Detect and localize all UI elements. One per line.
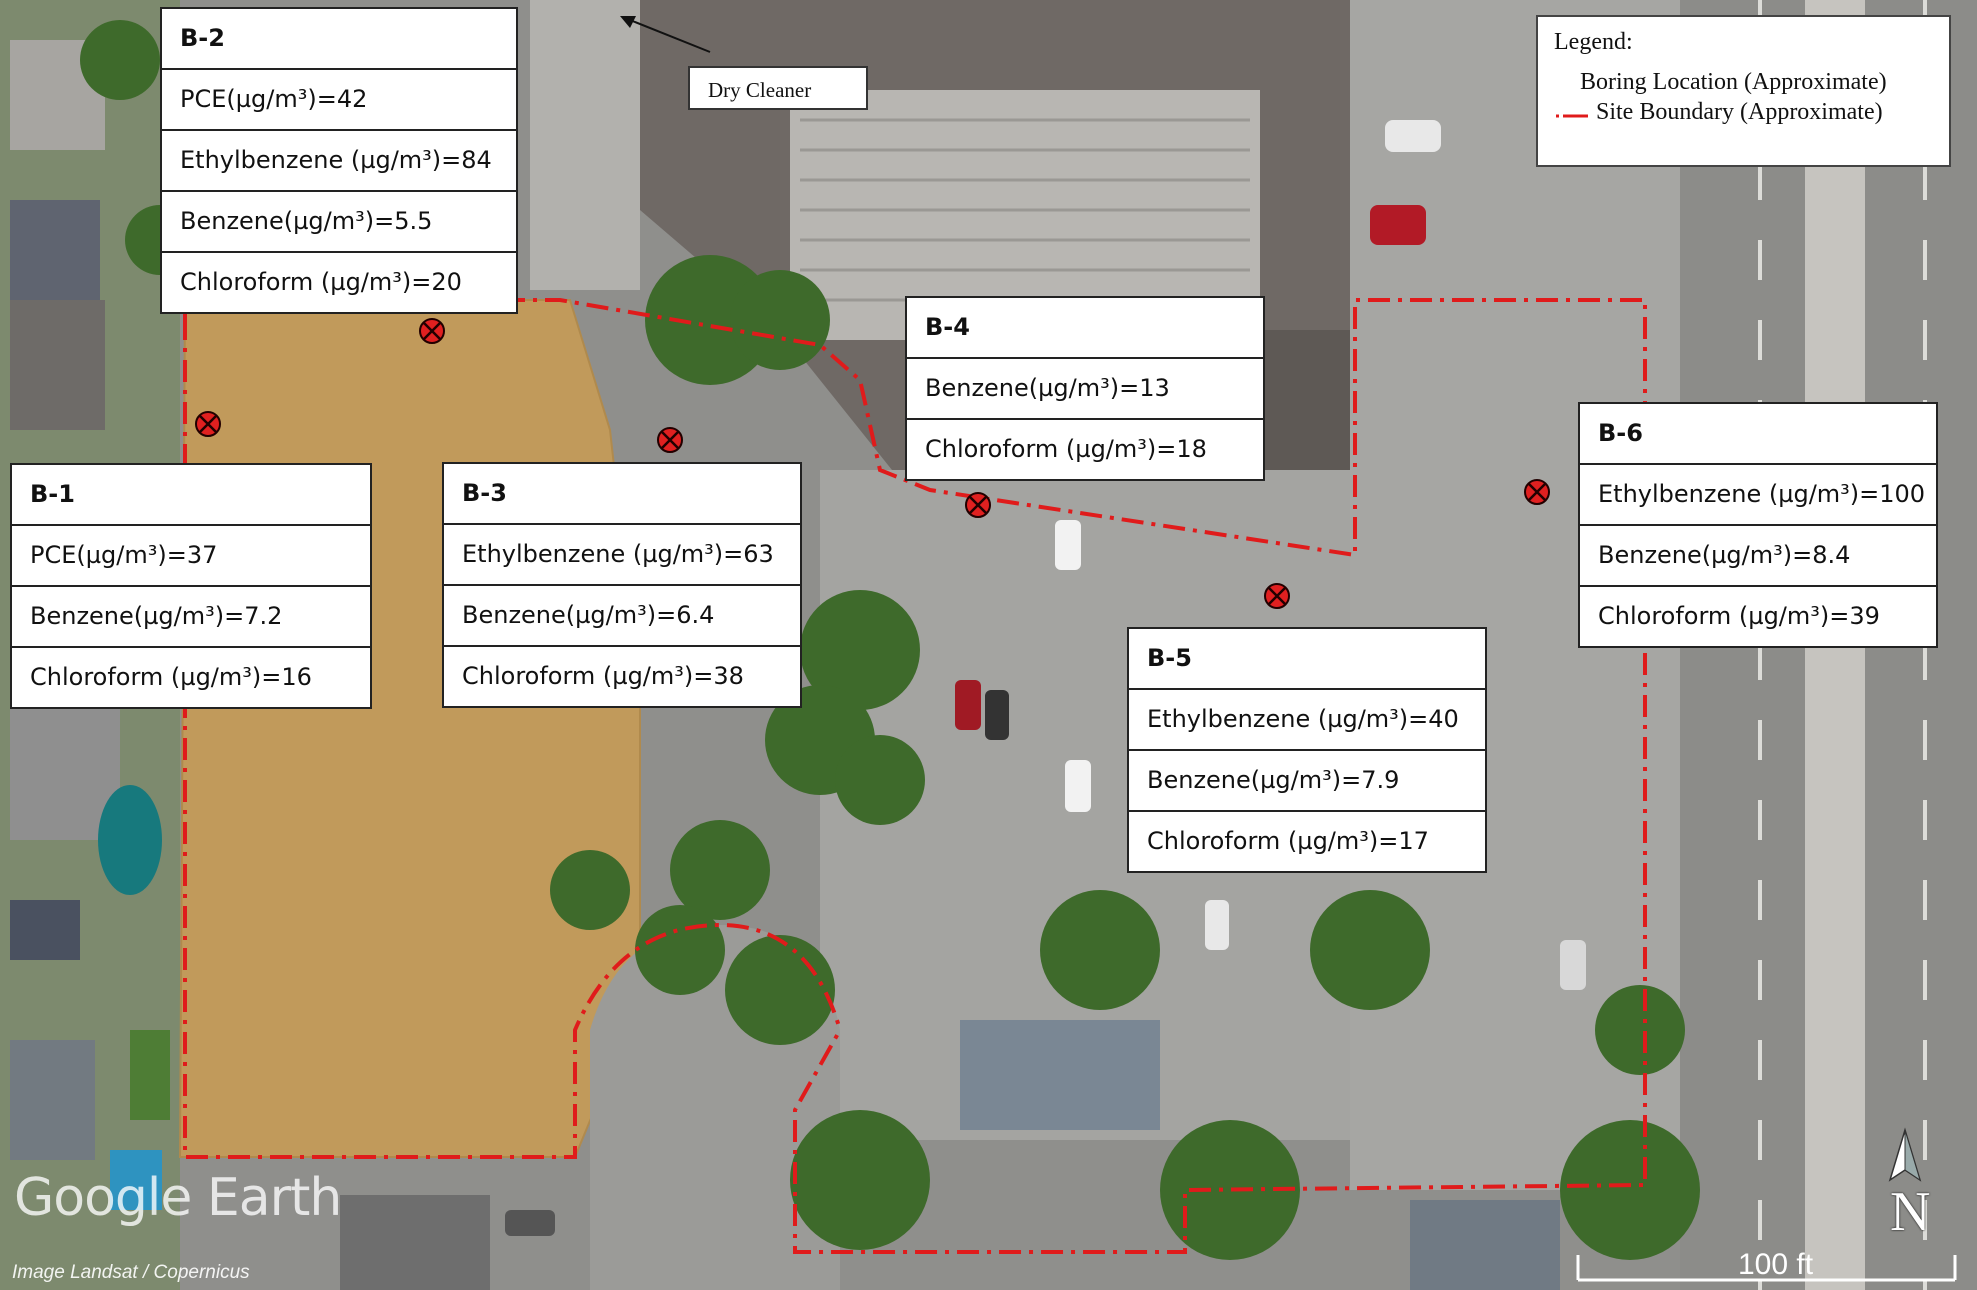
site-boundary [183,298,1647,1254]
boring-row: Benzene(µg/m³)=7.9 [1129,749,1485,810]
boring-row: Chloroform (µg/m³)=39 [1580,585,1936,646]
boring-table-b5: B-5 Ethylbenzene (µg/m³)=40 Benzene(µg/m… [1127,627,1487,873]
legend-title: Legend: [1554,29,1633,55]
boring-id: B-5 [1147,644,1192,672]
boring-table-b4: B-4 Benzene(µg/m³)=13 Chloroform (µg/m³)… [905,296,1265,481]
scale-bar [1576,1255,1957,1282]
dry-cleaner-arrow [620,16,711,53]
boring-marker-b4 [965,492,991,518]
boring-table-b6: B-6 Ethylbenzene (µg/m³)=100 Benzene(µg/… [1578,402,1938,648]
boring-table-b2: B-2 PCE(µg/m³)=42 Ethylbenzene (µg/m³)=8… [160,7,518,314]
boring-row: Chloroform (µg/m³)=38 [444,645,800,706]
boring-id: B-6 [1598,419,1643,447]
legend-boundary-label: Site Boundary (Approximate) [1596,99,1883,125]
boring-row: Ethylbenzene (µg/m³)=100 [1580,463,1936,524]
north-arrow-icon [1888,1127,1922,1182]
boring-row: Chloroform (µg/m³)=17 [1129,810,1485,871]
google-earth-watermark: Google Earth [14,1168,342,1228]
scale-bar-label: 100 ft [1738,1248,1814,1281]
boring-marker-b1 [195,411,221,437]
imagery-credit: Image Landsat / Copernicus [12,1262,250,1283]
boring-id: B-2 [180,24,225,52]
boring-table-b3: B-3 Ethylbenzene (µg/m³)=63 Benzene(µg/m… [442,462,802,708]
dashed-red-line-icon [1556,114,1588,118]
boring-id: B-1 [30,480,75,508]
north-label: N [1890,1181,1931,1243]
dry-cleaner-label: Dry Cleaner [688,66,868,110]
boring-row: Benzene(µg/m³)=6.4 [444,584,800,645]
boring-marker-b5 [1264,583,1290,609]
boring-row: PCE(µg/m³)=42 [162,68,516,129]
boring-row: Benzene(µg/m³)=7.2 [12,585,370,646]
boring-row: Benzene(µg/m³)=5.5 [162,190,516,251]
boring-row: Chloroform (µg/m³)=18 [907,418,1263,479]
boring-row: Chloroform (µg/m³)=16 [12,646,370,707]
legend-boring-location: Boring Location (Approximate) [1580,69,1887,96]
boring-row: Ethylbenzene (µg/m³)=40 [1129,688,1485,749]
boring-markers [195,318,1550,609]
boring-row: Ethylbenzene (µg/m³)=63 [444,523,800,584]
boring-marker-b3 [657,427,683,453]
boring-row: Ethylbenzene (µg/m³)=84 [162,129,516,190]
boring-id: B-4 [925,313,970,341]
boring-row: Benzene(µg/m³)=13 [907,357,1263,418]
boring-id: B-3 [462,479,507,507]
legend-site-boundary: Site Boundary (Approximate) [1554,99,1883,126]
legend: Legend: Boring Location (Approximate) Si… [1536,15,1951,167]
boring-marker-b2 [419,318,445,344]
legend-boring-label: Boring Location (Approximate) [1580,69,1887,95]
boring-marker-b6 [1524,479,1550,505]
boring-row: Chloroform (µg/m³)=20 [162,251,516,312]
boring-table-b1: B-1 PCE(µg/m³)=37 Benzene(µg/m³)=7.2 Chl… [10,463,372,709]
boring-row: PCE(µg/m³)=37 [12,524,370,585]
boring-row: Benzene(µg/m³)=8.4 [1580,524,1936,585]
